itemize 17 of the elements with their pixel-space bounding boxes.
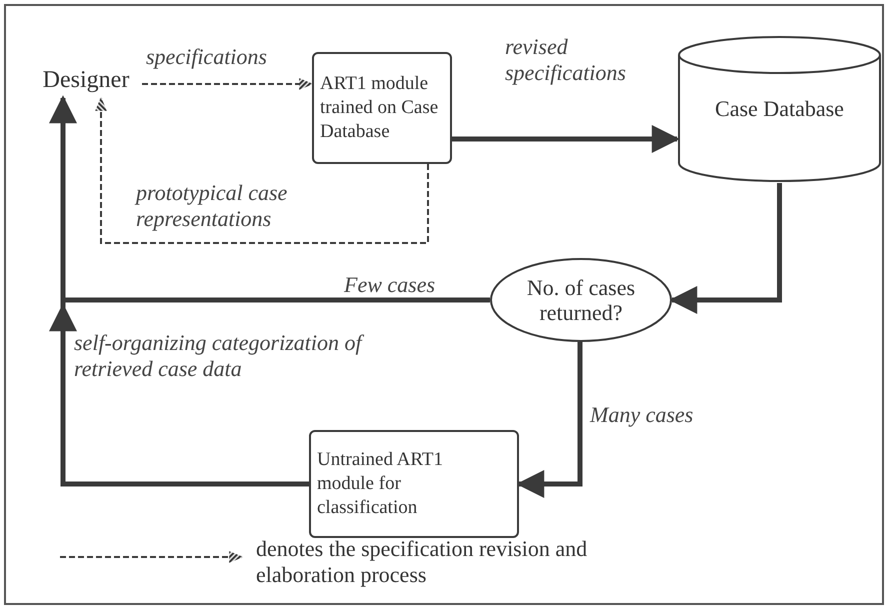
dashed-arrow	[95, 96, 429, 244]
edge-label: revised specifications	[505, 34, 627, 87]
arrow	[49, 303, 309, 486]
process-box: Untrained ART1 module for classification	[309, 430, 519, 538]
legend-text: denotes the specification revision and elaboration process	[256, 536, 588, 589]
decision-ellipse: No. of cases returned?	[490, 258, 672, 342]
database-cylinder: Case Database	[677, 35, 882, 183]
arrow	[452, 125, 680, 153]
dashed-arrow	[142, 78, 314, 90]
process-box: ART1 module trained on Case Database	[312, 52, 452, 164]
edge-label: self-organizing categorization of retrieved case data	[74, 330, 365, 383]
edge-label: Few cases	[344, 272, 436, 298]
edge-label: specifications	[146, 44, 268, 70]
edge-label: Many cases	[590, 402, 694, 428]
actor-label: Designer	[30, 62, 142, 98]
arrow	[49, 95, 77, 306]
edge-label: prototypical case representations	[136, 180, 288, 233]
